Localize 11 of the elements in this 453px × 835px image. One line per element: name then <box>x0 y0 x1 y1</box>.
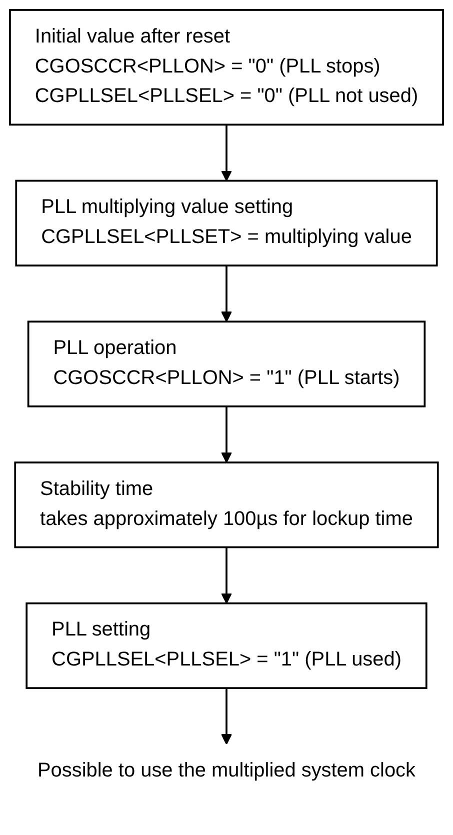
node-box: PLL operation CGOSCCR<PLLON> = "1" (PLL starts) <box>27 320 426 408</box>
node-text: Possible to use the multiplied system clock <box>37 760 416 782</box>
node-box: PLL setting CGPLLSEL<PLLSEL> = "1" (PLL used) <box>26 602 428 690</box>
node-box: Stability time takes approximately 100µs for lockup time <box>14 462 439 548</box>
arrow <box>221 547 232 604</box>
arrow <box>221 688 232 745</box>
arrow <box>221 124 232 182</box>
node-box: PLL multiplying value setting CGPLLSEL<PLLSET> = multiplying value <box>15 180 438 266</box>
arrow <box>221 266 232 322</box>
node-box: Initial value after reset CGOSCCR<PLLON> = "0" (PLL stops) CGPLLSEL<PLLSEL> = "0" (PLL not used) <box>9 9 444 126</box>
arrow <box>221 406 232 463</box>
